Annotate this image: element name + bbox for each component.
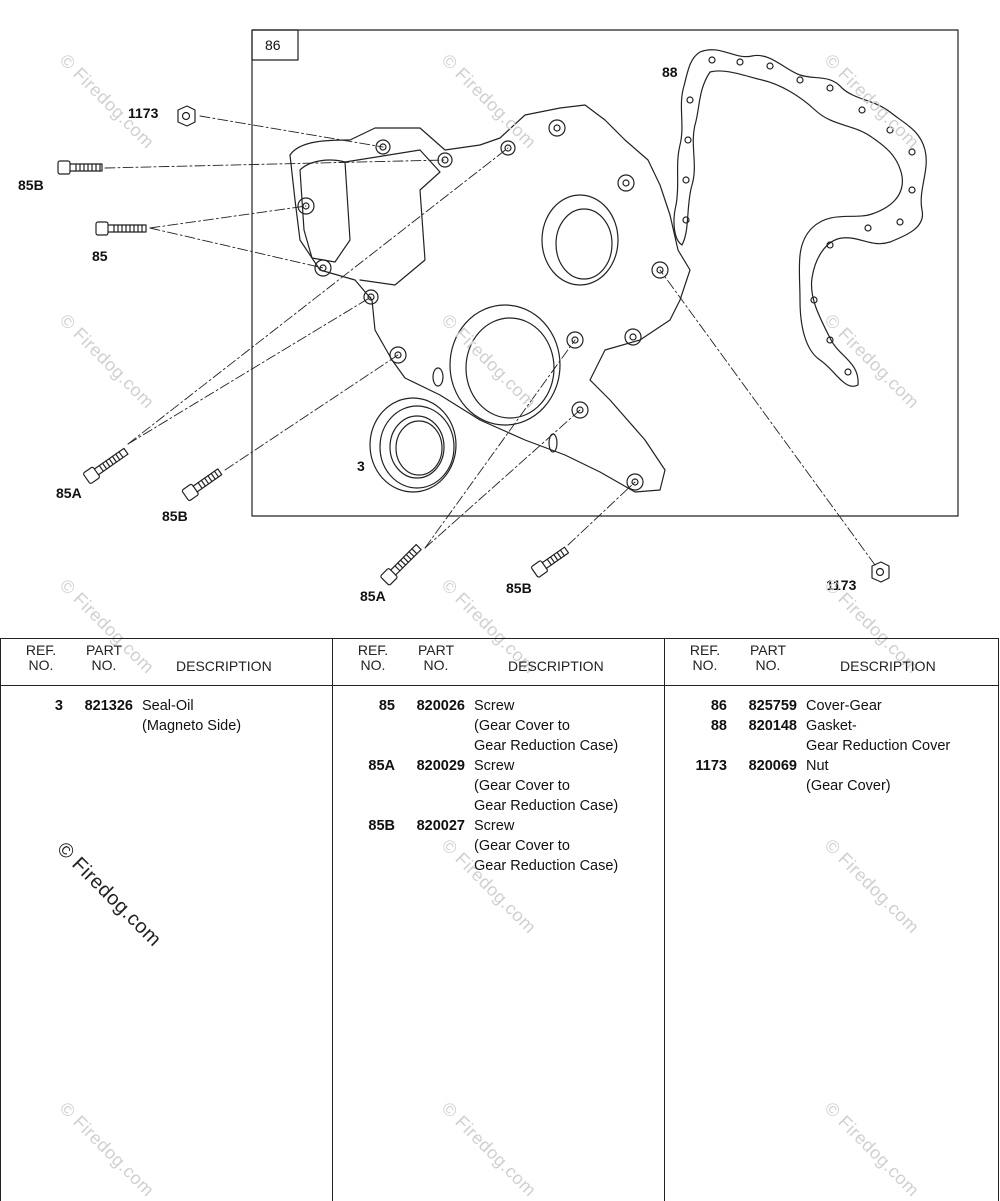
table-row: 85B 820027 Screw (Gear Cover to Gear Reducti… bbox=[333, 816, 664, 876]
part-number: 820069 bbox=[748, 758, 797, 774]
callout-cover-86: 86 bbox=[265, 37, 281, 53]
part-number: 820029 bbox=[416, 758, 465, 774]
part-number: 820027 bbox=[416, 818, 465, 834]
header-description: DESCRIPTION bbox=[840, 658, 936, 674]
table-row: 85 820026 Screw (Gear Cover to Gear Reductio… bbox=[333, 696, 664, 756]
cover-crank-bore-inner bbox=[465, 317, 555, 419]
table-row: 1173 820069 Nut (Gear Cover) bbox=[665, 756, 998, 796]
callout-seal-3: 3 bbox=[357, 458, 365, 474]
screw-85b-top-drawing bbox=[57, 160, 103, 175]
callout-screw-85a-bottom: 85A bbox=[360, 588, 386, 604]
description-line: Screw bbox=[474, 758, 515, 774]
gasket-holes bbox=[682, 56, 916, 376]
description-line: Screw bbox=[474, 818, 515, 834]
screw-85a-left-drawing bbox=[83, 447, 129, 484]
oil-seal bbox=[369, 397, 457, 493]
callout-nut-1173-top: 1173 bbox=[128, 105, 159, 121]
part-description: Screw (Gear Cover to Gear Reduction Case) bbox=[474, 816, 654, 876]
cover-upper-bore bbox=[541, 194, 619, 286]
ref-number: 85A bbox=[368, 758, 395, 774]
callout-screw-85b-bottom: 85B bbox=[506, 580, 532, 596]
callout-screw-85a-left: 85A bbox=[56, 485, 82, 501]
screw-85a-bottom-drawing bbox=[380, 543, 422, 586]
nut-top-drawing bbox=[177, 105, 196, 127]
callout-screw-85: 85 bbox=[92, 248, 108, 264]
description-line: Gear Reduction Case) bbox=[474, 798, 619, 814]
table-body: 3 821326 Seal-Oil (Magneto Side) bbox=[1, 686, 332, 736]
callout-nut-1173-bottom: 1173 bbox=[826, 577, 857, 593]
header-description: DESCRIPTION bbox=[508, 658, 604, 674]
part-number: 821326 bbox=[84, 698, 133, 714]
description-line: Gasket- bbox=[806, 718, 857, 734]
header-ref: REF.NO. bbox=[689, 642, 721, 673]
part-description: Screw (Gear Cover to Gear Reduction Case) bbox=[474, 696, 654, 756]
cover-crank-bore bbox=[449, 304, 561, 426]
description-line: Nut bbox=[806, 758, 829, 774]
part-description: Seal-Oil (Magneto Side) bbox=[142, 696, 322, 736]
table-row: 86 825759 Cover-Gear bbox=[665, 696, 998, 716]
part-number: 825759 bbox=[748, 698, 797, 714]
screw-85b-left-drawing bbox=[181, 468, 223, 501]
ref-number: 86 bbox=[710, 698, 727, 714]
header-ref: REF.NO. bbox=[25, 642, 57, 673]
leader-lines bbox=[104, 115, 876, 566]
part-description: Gasket- Gear Reduction Cover bbox=[806, 716, 986, 756]
ref-number: 88 bbox=[710, 718, 727, 734]
part-number: 820026 bbox=[416, 698, 465, 714]
description-line: Gear Reduction Cover bbox=[806, 738, 951, 754]
callout-screw-85b-left: 85B bbox=[162, 508, 188, 524]
ref-number: 1173 bbox=[695, 758, 727, 774]
description-line: Cover-Gear bbox=[806, 698, 882, 714]
gear-cover-bosses bbox=[297, 119, 669, 491]
screw-85-drawing bbox=[95, 221, 147, 236]
part-description: Screw (Gear Cover to Gear Reduction Case) bbox=[474, 756, 654, 816]
exploded-parts-diagram: 86 88 1173 85B 85 85A 85B 3 85A 85B 1173 bbox=[18, 29, 959, 604]
description-line: (Gear Cover) bbox=[806, 778, 891, 794]
callout-gasket-88: 88 bbox=[662, 64, 678, 80]
description-line: Gear Reduction Case) bbox=[474, 738, 619, 754]
ref-number: 85B bbox=[368, 818, 395, 834]
box-label-frame bbox=[251, 29, 299, 61]
description-line: (Gear Cover to bbox=[474, 718, 570, 734]
description-line: Seal-Oil bbox=[142, 698, 194, 714]
ref-number: 3 bbox=[54, 698, 63, 714]
gear-cover-outline bbox=[289, 104, 691, 493]
gear-cover-ridge bbox=[344, 149, 441, 286]
description-line: (Gear Cover to bbox=[474, 838, 570, 854]
description-line: Screw bbox=[474, 698, 515, 714]
gasket-outline bbox=[673, 49, 927, 387]
description-line: Gear Reduction Case) bbox=[474, 858, 619, 874]
part-description: Cover-Gear bbox=[806, 696, 986, 716]
description-line: (Magneto Side) bbox=[142, 718, 242, 734]
nut-bottom-drawing bbox=[871, 561, 890, 583]
screw-85b-bottom-drawing bbox=[531, 546, 570, 578]
cover-upper-bore-inner bbox=[555, 208, 613, 280]
part-number: 820148 bbox=[748, 718, 797, 734]
table-row: 85A 820029 Screw (Gear Cover to Gear Reducti… bbox=[333, 756, 664, 816]
diagram-drawing bbox=[57, 29, 959, 586]
cover-slot bbox=[432, 367, 444, 387]
table-body: 86 825759 Cover-Gear 88 820148 Gasket- Gear Re… bbox=[665, 686, 998, 796]
description-line: (Gear Cover to bbox=[474, 778, 570, 794]
header-ref: REF.NO. bbox=[357, 642, 389, 673]
table-row: 88 820148 Gasket- Gear Reduction Cover bbox=[665, 716, 998, 756]
part-description: Nut (Gear Cover) bbox=[806, 756, 986, 796]
header-description: DESCRIPTION bbox=[176, 658, 272, 674]
table-row: 3 821326 Seal-Oil (Magneto Side) bbox=[1, 696, 332, 736]
callout-screw-85b-top: 85B bbox=[18, 177, 44, 193]
gear-cover-flange bbox=[299, 159, 351, 263]
assembly-box bbox=[251, 29, 959, 517]
ref-number: 85 bbox=[378, 698, 395, 714]
